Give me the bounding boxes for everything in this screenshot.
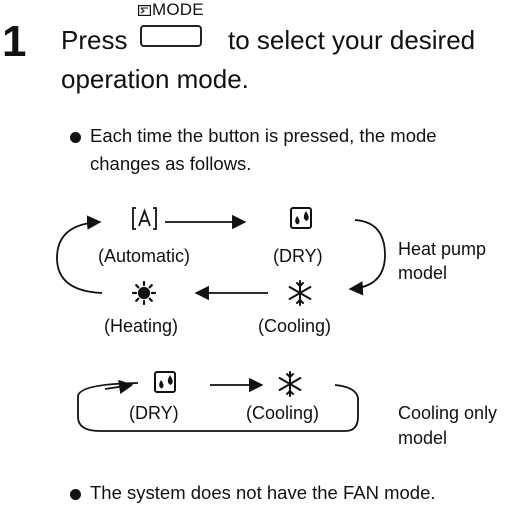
heat-pump-model-label-1: Heat pump — [398, 239, 487, 259]
cooling-only-model-label-2: model — [398, 428, 448, 448]
step-text-press: Press — [61, 25, 128, 55]
step-text-operation-mode: operation mode. — [61, 64, 249, 94]
bullet-icon — [70, 489, 81, 500]
mode-button-caption: MODE — [138, 0, 204, 20]
mode-caption-text: MODE — [152, 0, 204, 19]
dry-mode-icon — [290, 207, 312, 229]
mode-label-automatic: (Automatic) — [98, 246, 191, 266]
mode-label-dry: (DRY) — [273, 246, 323, 266]
bullet-1-line-2: changes as follows. — [90, 153, 252, 174]
step-text-select: to select your desired — [228, 25, 476, 55]
heat-pump-model-label-2: model — [398, 263, 448, 283]
mode-label-cooling: (Cooling) — [246, 403, 320, 423]
dry-mode-icon — [154, 371, 176, 393]
auto-mode-icon — [132, 207, 157, 230]
step-number: 1 — [2, 17, 27, 66]
mode-label-heating: (Heating) — [104, 316, 179, 336]
mode-label-dry: (DRY) — [129, 403, 179, 423]
cooling-only-model-label-1: Cooling only — [398, 403, 498, 423]
arrow-heating-to-auto — [56, 215, 103, 294]
mode-button-illustration — [140, 25, 202, 47]
cooling-snowflake-icon — [288, 280, 312, 306]
bullet-2-line-1: The system does not have the FAN mode. — [90, 482, 436, 503]
heat-pump-cycle — [56, 214, 386, 301]
bullet-1-line-1: Each time the button is pressed, the mod… — [90, 125, 437, 146]
mode-icon — [138, 4, 151, 16]
arrow-dry-to-cooling — [348, 219, 386, 296]
bullet-icon — [70, 132, 81, 143]
heating-sun-icon — [131, 280, 157, 306]
cooling-only-cycle — [77, 377, 359, 432]
cooling-snowflake-icon — [278, 371, 302, 397]
mode-label-cooling: (Cooling) — [258, 316, 332, 336]
